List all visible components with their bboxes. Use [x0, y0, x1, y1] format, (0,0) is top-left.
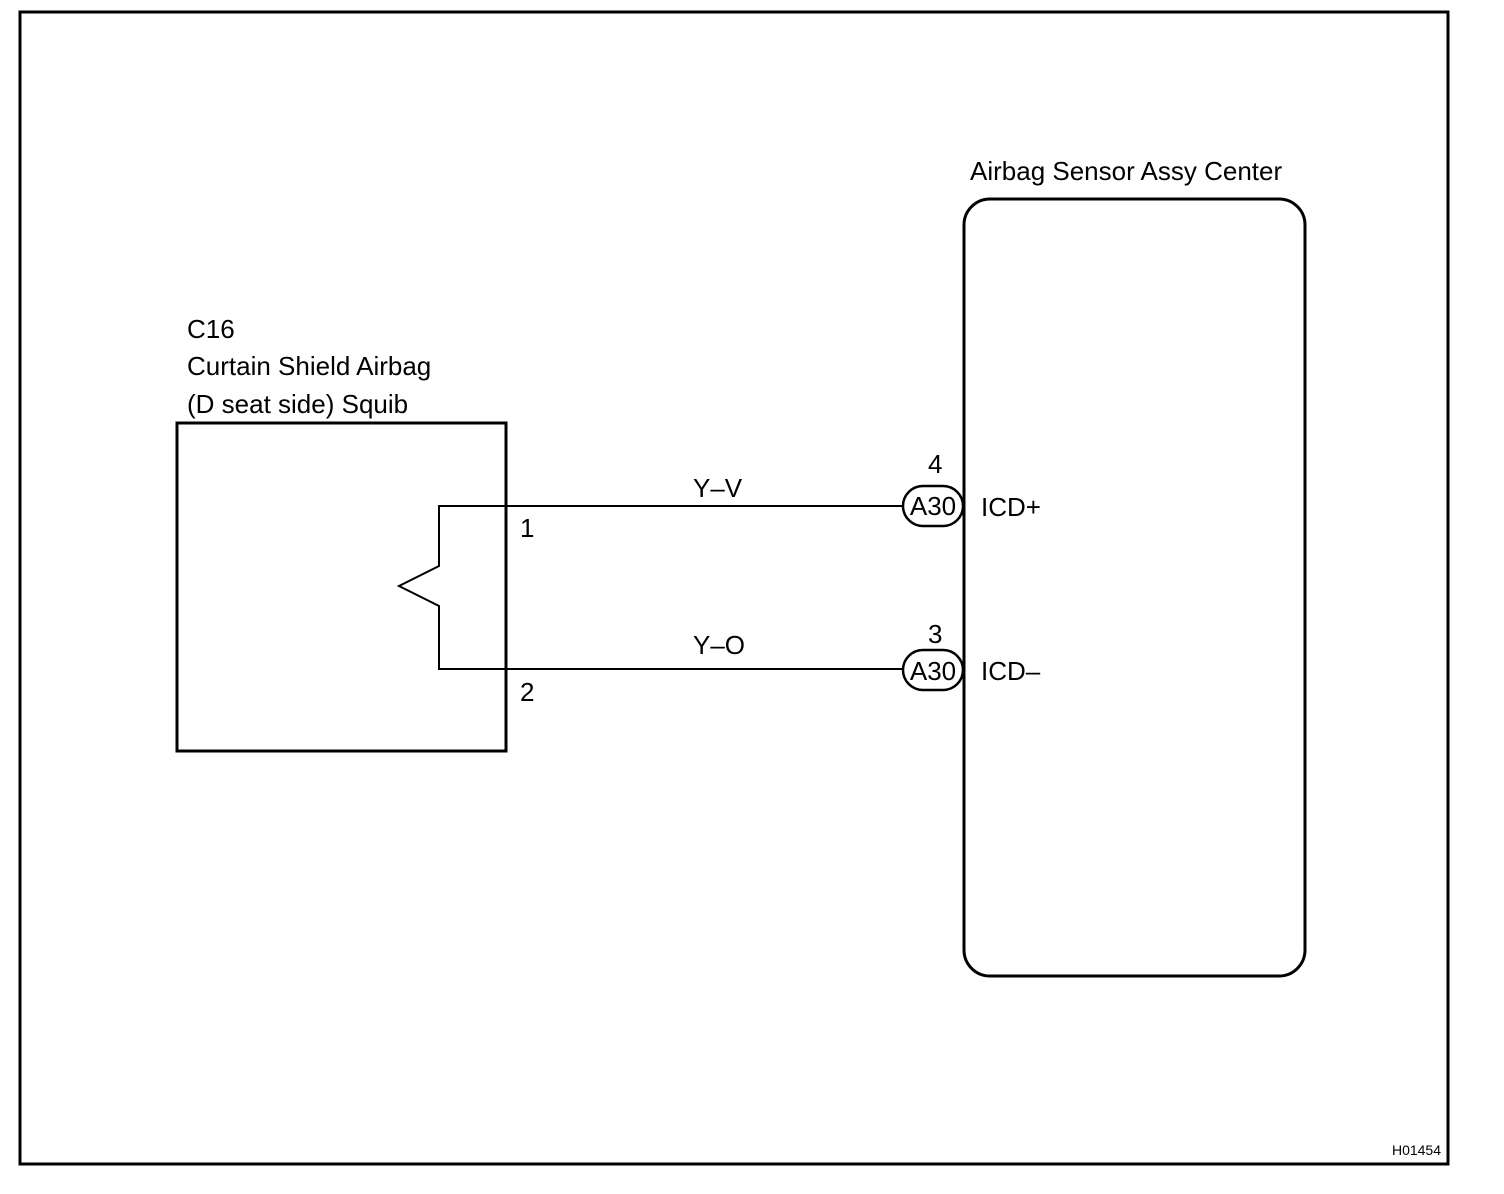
figure-id: H01454: [1392, 1142, 1441, 1158]
sensor-pin-3: 3: [928, 619, 942, 649]
connector-a30-pos: [901, 484, 965, 528]
squib-pin-1: 1: [520, 513, 534, 543]
squib-name-line2: (D seat side) Squib: [187, 389, 408, 419]
wire-positive-color: Y–V: [693, 473, 743, 503]
terminal-icd-neg: ICD–: [981, 656, 1041, 686]
connector-a30-neg: [901, 648, 965, 692]
sensor-pin-4: 4: [928, 449, 942, 479]
connector-a30-pos-label: A30: [910, 491, 956, 521]
squib-pin-2: 2: [520, 677, 534, 707]
sensor-box: [962, 197, 1307, 978]
terminal-icd-pos: ICD+: [981, 492, 1041, 522]
squib-connector-code: C16: [187, 314, 235, 344]
connector-a30-neg-label: A30: [910, 656, 956, 686]
wire-negative-color: Y–O: [693, 630, 745, 660]
diagram-frame: [18, 10, 1450, 1166]
sensor-title: Airbag Sensor Assy Center: [970, 156, 1282, 186]
squib-element: [396, 505, 506, 670]
squib-name-line1: Curtain Shield Airbag: [187, 351, 431, 381]
squib-box: [175, 421, 508, 753]
